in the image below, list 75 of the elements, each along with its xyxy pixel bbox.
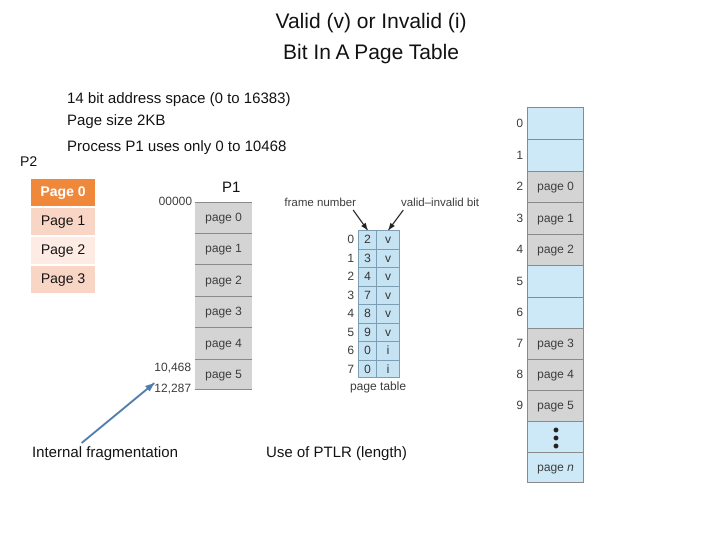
page-table-column <box>377 230 400 378</box>
process-label: P2 <box>20 153 38 170</box>
memory-frame <box>527 297 584 328</box>
frame-number: 4 <box>516 241 523 258</box>
table-cell: v <box>377 248 400 267</box>
table-cell: i <box>377 360 400 378</box>
column-caption: valid–invalid bit <box>401 196 479 210</box>
info-text: 14 bit address space (0 to 16383) <box>67 89 290 108</box>
table-cell: 9 <box>358 322 377 341</box>
logical-page-block: page 3 <box>195 296 252 327</box>
info-text: Page size 2KB <box>67 111 166 130</box>
process-label: P1 <box>222 179 240 197</box>
row-index: 4 <box>347 305 354 322</box>
memory-frame: page 0 <box>527 171 584 202</box>
memory-frame: page 4 <box>527 359 584 390</box>
table-cell: v <box>377 230 400 248</box>
table-cell: v <box>377 286 400 304</box>
address-label: 12,287 <box>154 381 191 395</box>
memory-frame: page 2 <box>527 234 584 265</box>
address-label: 00000 <box>158 194 192 208</box>
page-box: Page 1 <box>31 208 95 235</box>
frame-number: 8 <box>516 366 523 383</box>
frame-number: 3 <box>516 210 523 227</box>
column-caption: frame number <box>284 196 356 210</box>
row-index: 1 <box>347 250 354 266</box>
table-cell: i <box>377 341 400 360</box>
address-label: 10,468 <box>154 360 191 374</box>
logical-page-block: page 0 <box>195 202 252 233</box>
page-table-column <box>358 230 377 378</box>
annotation-text: Internal fragmentation <box>32 443 178 462</box>
info-text: Process P1 uses only 0 to 10468 <box>67 137 286 156</box>
table-cell: v <box>377 322 400 341</box>
page-box: Page 0 <box>31 179 95 206</box>
logical-page-block: page 1 <box>195 233 252 264</box>
table-cell: 8 <box>358 304 377 322</box>
memory-frame: page 1 <box>527 202 584 234</box>
memory-frame <box>527 265 584 297</box>
page-box: Page 2 <box>31 237 95 264</box>
table-cell: v <box>377 304 400 322</box>
memory-frame <box>527 421 584 452</box>
memory-frame: page n <box>527 452 584 483</box>
page-box: Page 3 <box>31 266 95 293</box>
row-index: 2 <box>347 268 354 285</box>
frame-number: 7 <box>516 335 523 352</box>
logical-page-block: page 2 <box>195 264 252 296</box>
row-index: 0 <box>347 231 354 248</box>
frame-number: 0 <box>516 115 523 132</box>
logical-page-block: page 4 <box>195 327 252 359</box>
memory-frame: page 5 <box>527 390 584 421</box>
arrow <box>388 210 404 230</box>
info-text: Use of PTLR (length) <box>266 443 407 462</box>
slide-title: Valid (v) or Invalid (i) Bit In A Page Table <box>274 9 468 66</box>
table-caption: page table <box>350 379 406 393</box>
table-cell: 2 <box>358 230 377 248</box>
row-index: 6 <box>347 342 354 359</box>
frame-number: 2 <box>516 178 523 195</box>
memory-frame <box>527 107 584 139</box>
table-cell: 7 <box>358 286 377 304</box>
table-cell: 0 <box>358 341 377 360</box>
row-index: 5 <box>347 324 354 340</box>
table-cell: 3 <box>358 248 377 267</box>
frame-number: 5 <box>516 273 523 290</box>
arrow <box>80 382 155 444</box>
table-cell: 4 <box>358 267 377 286</box>
memory-frame <box>527 139 584 171</box>
table-cell: 0 <box>358 360 377 378</box>
memory-frame: page 3 <box>527 328 584 359</box>
table-cell: v <box>377 267 400 286</box>
row-index: 3 <box>347 286 354 304</box>
arrow <box>352 210 368 230</box>
frame-number: 1 <box>516 147 523 164</box>
row-index: 7 <box>347 360 354 378</box>
frame-number: 9 <box>516 397 523 414</box>
logical-page-block: page 5 <box>195 359 252 390</box>
frame-number: 6 <box>516 304 523 321</box>
